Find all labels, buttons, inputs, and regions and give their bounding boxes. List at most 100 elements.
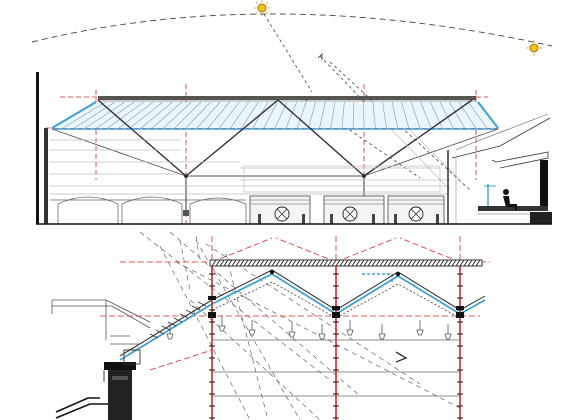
pendant-lamp-icon bbox=[378, 324, 386, 340]
hatch-stroke bbox=[279, 259, 285, 267]
hatch-stroke bbox=[343, 259, 349, 267]
hatch-stroke bbox=[315, 259, 321, 267]
mullion bbox=[129, 101, 163, 129]
mullion bbox=[363, 101, 365, 129]
mullion bbox=[420, 101, 432, 129]
hatch-stroke bbox=[291, 259, 297, 267]
hatch-stroke bbox=[299, 259, 305, 267]
mullion bbox=[62, 101, 106, 129]
mullion bbox=[319, 101, 326, 129]
mullion bbox=[410, 101, 421, 129]
sawtooth-frame bbox=[119, 269, 486, 357]
mullion bbox=[196, 101, 221, 129]
hatch-stroke bbox=[267, 259, 273, 267]
hatched-beam bbox=[209, 259, 483, 267]
hatch-stroke bbox=[239, 259, 245, 267]
mullion bbox=[74, 101, 116, 129]
pendant-lamp-icon bbox=[166, 324, 174, 340]
hatch-stroke bbox=[467, 259, 473, 267]
hatch-stroke bbox=[447, 259, 453, 267]
pendant-lamp-icon bbox=[318, 324, 326, 340]
mullion bbox=[391, 101, 398, 129]
hatch-stroke bbox=[271, 259, 277, 267]
mullion bbox=[458, 101, 476, 129]
hatch-stroke bbox=[307, 259, 313, 267]
hatch-stroke bbox=[283, 259, 289, 267]
hatch-stroke bbox=[399, 259, 405, 267]
hatch-stroke bbox=[463, 259, 469, 267]
stair-landing bbox=[55, 397, 108, 419]
pendant-lamp-icon bbox=[346, 320, 354, 336]
pendant-lamp-icon bbox=[444, 324, 452, 340]
hatch-stroke bbox=[363, 259, 369, 267]
roof-section-elevation bbox=[31, 0, 553, 225]
pendant-lamps bbox=[166, 316, 452, 340]
mullion bbox=[439, 101, 454, 129]
mullion bbox=[241, 101, 259, 129]
hatch-stroke bbox=[427, 259, 433, 267]
mullion bbox=[263, 101, 278, 129]
facade-background bbox=[50, 129, 461, 195]
hatch-stroke bbox=[327, 259, 333, 267]
hatch-stroke bbox=[423, 259, 429, 267]
mullion bbox=[174, 101, 202, 129]
hatch-stroke bbox=[323, 259, 329, 267]
column-node bbox=[208, 269, 464, 318]
mullion bbox=[341, 101, 345, 129]
hatch-stroke bbox=[287, 259, 293, 267]
hatch-stroke bbox=[355, 259, 361, 267]
hanger-weight bbox=[183, 210, 189, 216]
hatch-stroke bbox=[379, 259, 385, 267]
sun-icon bbox=[526, 40, 542, 56]
hatch-stroke bbox=[219, 259, 225, 267]
portal-frieze bbox=[250, 199, 444, 205]
mullion bbox=[141, 101, 173, 129]
roof-cross-section bbox=[51, 231, 490, 420]
pendant-lamp-icon bbox=[416, 320, 424, 336]
hatch-stroke bbox=[227, 259, 233, 267]
hatch-stroke bbox=[387, 259, 393, 267]
hatch-stroke bbox=[455, 259, 461, 267]
hatch-stroke bbox=[419, 259, 425, 267]
mullion bbox=[308, 101, 316, 129]
hatch-stroke bbox=[371, 259, 377, 267]
hatch-stroke bbox=[439, 259, 445, 267]
mullion bbox=[449, 101, 465, 129]
sawtooth-lower-chord bbox=[211, 281, 461, 319]
hatch-stroke bbox=[211, 259, 217, 267]
hatch-stroke bbox=[247, 259, 253, 267]
hatch-stroke bbox=[339, 259, 345, 267]
balcony-section bbox=[447, 113, 552, 224]
hatch-stroke bbox=[319, 259, 325, 267]
hatch-stroke bbox=[347, 259, 353, 267]
sun-icon bbox=[254, 0, 270, 16]
column bbox=[211, 266, 461, 420]
mullion bbox=[219, 101, 240, 129]
ray-marker bbox=[317, 53, 323, 60]
hatch-stroke bbox=[255, 259, 261, 267]
mullion bbox=[430, 101, 443, 129]
hatch-stroke bbox=[223, 259, 229, 267]
hatch-stroke bbox=[335, 259, 341, 267]
hatch-stroke bbox=[411, 259, 417, 267]
mullion bbox=[330, 101, 336, 129]
portal-pilasters bbox=[258, 214, 439, 224]
hatch-stroke bbox=[251, 259, 257, 267]
hatch-stroke bbox=[471, 259, 477, 267]
hatch-stroke bbox=[351, 259, 357, 267]
sloped-roof-hatch bbox=[149, 301, 207, 339]
column-left bbox=[44, 128, 48, 224]
hatch-stroke bbox=[395, 259, 401, 267]
mullion bbox=[85, 101, 125, 129]
sawtooth-glazing bbox=[119, 272, 486, 361]
shadow-projection-lines bbox=[139, 231, 461, 420]
hatch-stroke bbox=[263, 259, 269, 267]
hatch-stroke bbox=[451, 259, 457, 267]
mullion bbox=[207, 101, 230, 129]
hatch-stroke bbox=[215, 259, 221, 267]
hatch-stroke bbox=[367, 259, 373, 267]
roof-ridge-beam bbox=[98, 96, 476, 100]
truss-ties bbox=[51, 128, 499, 177]
hatch-stroke bbox=[311, 259, 317, 267]
